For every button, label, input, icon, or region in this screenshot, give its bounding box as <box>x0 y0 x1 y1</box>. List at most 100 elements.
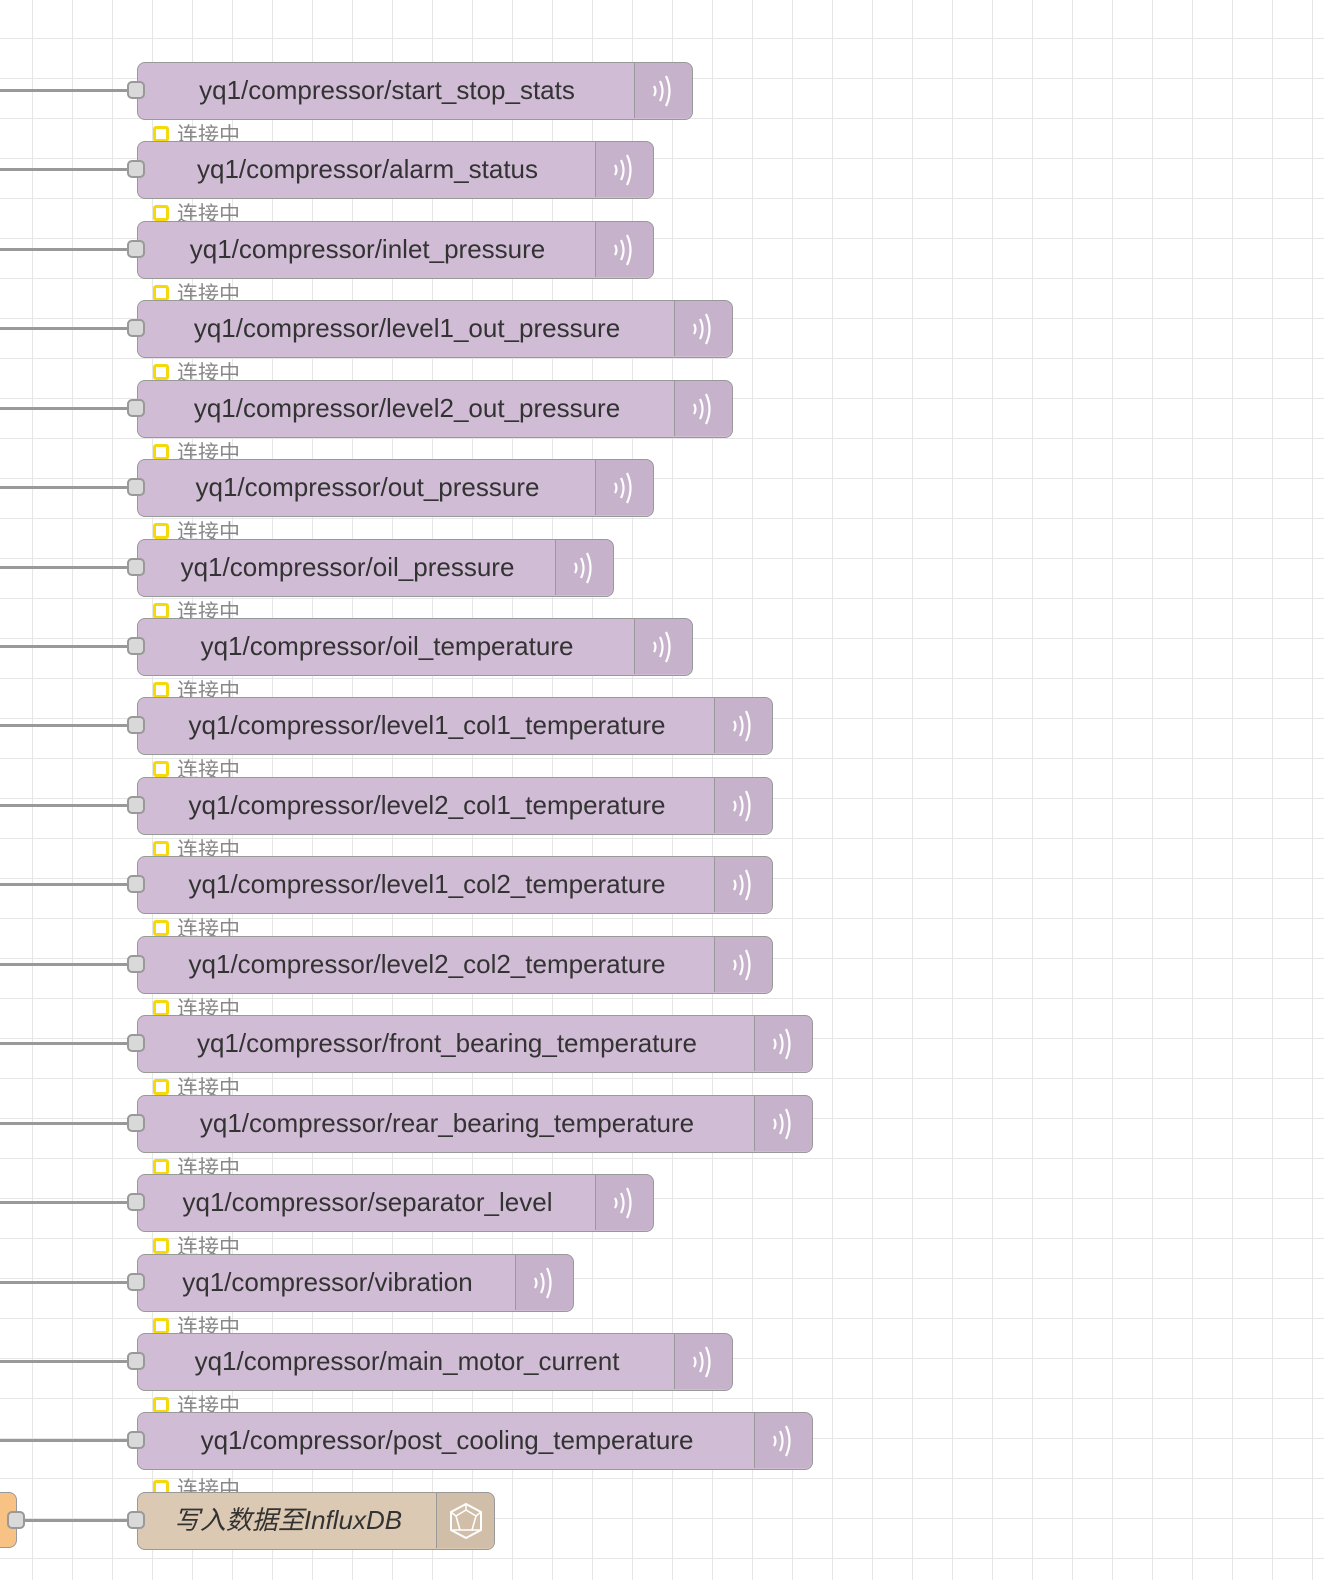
status-text: 连接中 <box>177 918 240 941</box>
wire[interactable] <box>0 1439 130 1442</box>
node-status: 连接中 <box>153 916 240 941</box>
mqtt-radio-icon <box>754 1016 812 1071</box>
mqtt-node[interactable]: yq1/compressor/oil_temperature <box>127 618 693 676</box>
node-label: yq1/compressor/post_cooling_temperature <box>200 1425 694 1455</box>
mqtt-radio-icon <box>595 460 653 515</box>
mqtt-radio-icon <box>714 698 772 753</box>
mqtt-radio-icon <box>555 540 613 595</box>
input-port[interactable] <box>127 1273 145 1291</box>
wire[interactable] <box>0 248 130 251</box>
mqtt-radio-icon <box>714 937 772 992</box>
mqtt-node[interactable]: yq1/compressor/front_bearing_temperature <box>127 1015 813 1073</box>
wire[interactable] <box>0 327 130 330</box>
input-port[interactable] <box>127 319 145 337</box>
wire[interactable] <box>24 1519 130 1522</box>
input-port[interactable] <box>127 875 145 893</box>
node-label: 写入数据至InfluxDB <box>173 1505 403 1535</box>
input-port[interactable] <box>127 240 145 258</box>
mqtt-node[interactable]: yq1/compressor/alarm_status <box>127 141 654 199</box>
mqtt-node[interactable]: yq1/compressor/level2_col2_temperature <box>127 936 773 994</box>
node-label: yq1/compressor/level1_col2_temperature <box>188 869 666 899</box>
node-label: yq1/compressor/vibration <box>182 1267 473 1297</box>
mqtt-node[interactable]: yq1/compressor/inlet_pressure <box>127 221 654 279</box>
mqtt-radio-icon <box>674 381 732 436</box>
node-label: yq1/compressor/level1_col1_temperature <box>188 710 666 740</box>
node-label: yq1/compressor/oil_temperature <box>200 631 574 661</box>
input-port[interactable] <box>127 716 145 734</box>
mqtt-node[interactable]: yq1/compressor/level1_col2_temperature <box>127 856 773 914</box>
status-dot-icon <box>153 1238 169 1254</box>
input-port[interactable] <box>127 955 145 973</box>
node-label: yq1/compressor/front_bearing_temperature <box>196 1028 698 1058</box>
input-port[interactable] <box>127 1431 145 1449</box>
input-port[interactable] <box>127 637 145 655</box>
mqtt-radio-icon <box>595 1175 653 1230</box>
status-text: 连接中 <box>177 759 240 782</box>
mqtt-node[interactable]: yq1/compressor/rear_bearing_temperature <box>127 1095 813 1153</box>
status-text: 连接中 <box>177 362 240 385</box>
mqtt-node[interactable]: yq1/compressor/out_pressure <box>127 459 654 517</box>
wire[interactable] <box>0 883 130 886</box>
node-label: yq1/compressor/out_pressure <box>195 472 540 502</box>
mqtt-radio-icon <box>515 1255 573 1310</box>
wire[interactable] <box>0 89 130 92</box>
status-dot-icon <box>153 444 169 460</box>
node-label: yq1/compressor/inlet_pressure <box>189 234 546 264</box>
mqtt-radio-icon <box>674 301 732 356</box>
status-dot-icon <box>153 205 169 221</box>
wire[interactable] <box>0 1042 130 1045</box>
wire[interactable] <box>0 1201 130 1204</box>
node-status: 连接中 <box>153 360 240 385</box>
mqtt-radio-icon <box>595 222 653 277</box>
input-port[interactable] <box>127 160 145 178</box>
mqtt-node[interactable]: yq1/compressor/level2_out_pressure <box>127 380 733 438</box>
input-port[interactable] <box>127 399 145 417</box>
wire[interactable] <box>0 407 130 410</box>
wire[interactable] <box>0 1360 130 1363</box>
mqtt-node[interactable]: yq1/compressor/start_stop_stats <box>127 62 693 120</box>
wire[interactable] <box>0 963 130 966</box>
mqtt-radio-icon <box>595 142 653 197</box>
mqtt-node[interactable]: yq1/compressor/level1_out_pressure <box>127 300 733 358</box>
mqtt-node[interactable]: yq1/compressor/level2_col1_temperature <box>127 777 773 835</box>
input-port[interactable] <box>127 558 145 576</box>
input-port[interactable] <box>127 1511 145 1529</box>
mqtt-radio-icon <box>674 1334 732 1389</box>
node-status: 连接中 <box>153 1234 240 1259</box>
input-port[interactable] <box>127 478 145 496</box>
mqtt-radio-icon <box>714 778 772 833</box>
wire[interactable] <box>0 804 130 807</box>
wire[interactable] <box>0 724 130 727</box>
wire[interactable] <box>0 486 130 489</box>
mqtt-node[interactable]: yq1/compressor/vibration <box>127 1254 574 1312</box>
wire[interactable] <box>0 566 130 569</box>
status-dot-icon <box>153 364 169 380</box>
wire[interactable] <box>0 1122 130 1125</box>
output-port[interactable] <box>7 1511 25 1529</box>
input-port[interactable] <box>127 1193 145 1211</box>
node-label: yq1/compressor/rear_bearing_temperature <box>199 1108 695 1138</box>
influxdb-node[interactable]: 写入数据至InfluxDB <box>127 1492 495 1550</box>
mqtt-node[interactable]: yq1/compressor/main_motor_current <box>127 1333 733 1391</box>
status-text: 连接中 <box>177 521 240 544</box>
input-port[interactable] <box>127 81 145 99</box>
mqtt-node[interactable]: yq1/compressor/oil_pressure <box>127 539 614 597</box>
node-label: yq1/compressor/level1_out_pressure <box>193 313 621 343</box>
mqtt-node[interactable]: yq1/compressor/post_cooling_temperature <box>127 1412 813 1470</box>
wire[interactable] <box>0 1281 130 1284</box>
node-label: yq1/compressor/level2_col1_temperature <box>188 790 666 820</box>
wire[interactable] <box>0 168 130 171</box>
wire[interactable] <box>0 645 130 648</box>
status-dot-icon <box>153 761 169 777</box>
input-port[interactable] <box>127 1034 145 1052</box>
status-text: 连接中 <box>177 1236 240 1259</box>
input-port[interactable] <box>127 1352 145 1370</box>
input-port[interactable] <box>127 1114 145 1132</box>
status-text: 连接中 <box>177 1077 240 1100</box>
status-dot-icon <box>153 285 169 301</box>
input-port[interactable] <box>127 796 145 814</box>
mqtt-radio-icon <box>634 63 692 118</box>
mqtt-node[interactable]: yq1/compressor/level1_col1_temperature <box>127 697 773 755</box>
mqtt-node[interactable]: yq1/compressor/separator_level <box>127 1174 654 1232</box>
